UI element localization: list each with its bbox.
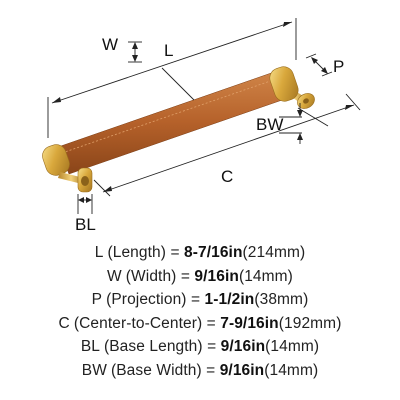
dimension-lines — [47, 18, 361, 214]
l-dimension-line — [51, 21, 293, 104]
spec-row-length: L (Length) = 8-7/16in (214mm) — [94, 244, 306, 261]
spec-imperial: 1-1/2in — [204, 291, 255, 308]
spec-name: (Center-to-Center) — [73, 314, 203, 332]
l-leader — [161, 67, 195, 101]
spec-metric: (192mm) — [278, 314, 342, 332]
label-l: L — [164, 41, 173, 60]
specifications-list: L (Length) = 8-7/16in (214mm) W (Width) … — [0, 244, 400, 385]
spec-imperial: 9/16in — [220, 338, 266, 355]
label-w: W — [102, 35, 118, 54]
spec-row-base-width: BW (Base Width) = 9/16in (14mm) — [81, 361, 319, 379]
right-end-cap — [269, 66, 299, 102]
spec-row-projection: P (Projection) = 1-1/2in (38mm) — [91, 291, 309, 308]
spec-abbr: L — [94, 244, 104, 261]
spec-imperial: 9/16in — [194, 267, 239, 285]
label-bw: BW — [256, 115, 283, 134]
spec-row-base-length: BL (Base Length) = 9/16in (14mm) — [80, 338, 320, 355]
spec-name: (Base Width) — [110, 361, 202, 379]
leather-bar — [57, 70, 289, 175]
spec-imperial: 7-9/16in — [220, 314, 279, 332]
spec-abbr: C — [58, 314, 70, 332]
spec-row-width: W (Width) = 9/16in (14mm) — [107, 267, 293, 285]
spec-metric: (214mm) — [242, 244, 306, 261]
spec-metric: (38mm) — [254, 291, 309, 308]
spec-abbr: BL — [80, 338, 100, 355]
label-c: C — [221, 167, 233, 186]
spec-name: (Width) — [125, 267, 177, 285]
spec-abbr: BW — [81, 361, 107, 379]
spec-abbr: W — [107, 267, 122, 285]
spec-abbr: P — [91, 291, 103, 308]
spec-metric: (14mm) — [265, 338, 320, 355]
spec-metric: (14mm) — [238, 267, 293, 285]
spec-imperial: 9/16in — [219, 361, 265, 379]
spec-row-center-to-center: C (Center-to-Center) = 7-9/16in (192mm) — [58, 314, 342, 332]
spec-metric: (14mm) — [264, 361, 319, 379]
c-dimension-line — [102, 104, 355, 193]
spec-name: (Length) — [107, 244, 167, 261]
cabinet-pull — [42, 66, 315, 193]
left-post — [58, 167, 93, 193]
spec-imperial: 8-7/16in — [184, 244, 243, 261]
spec-name: (Base Length) — [103, 338, 203, 355]
spec-name: (Projection) — [106, 291, 187, 308]
dimension-diagram: W L P BW C BL — [42, 18, 361, 234]
label-bl: BL — [75, 215, 96, 234]
label-p: P — [333, 57, 344, 76]
